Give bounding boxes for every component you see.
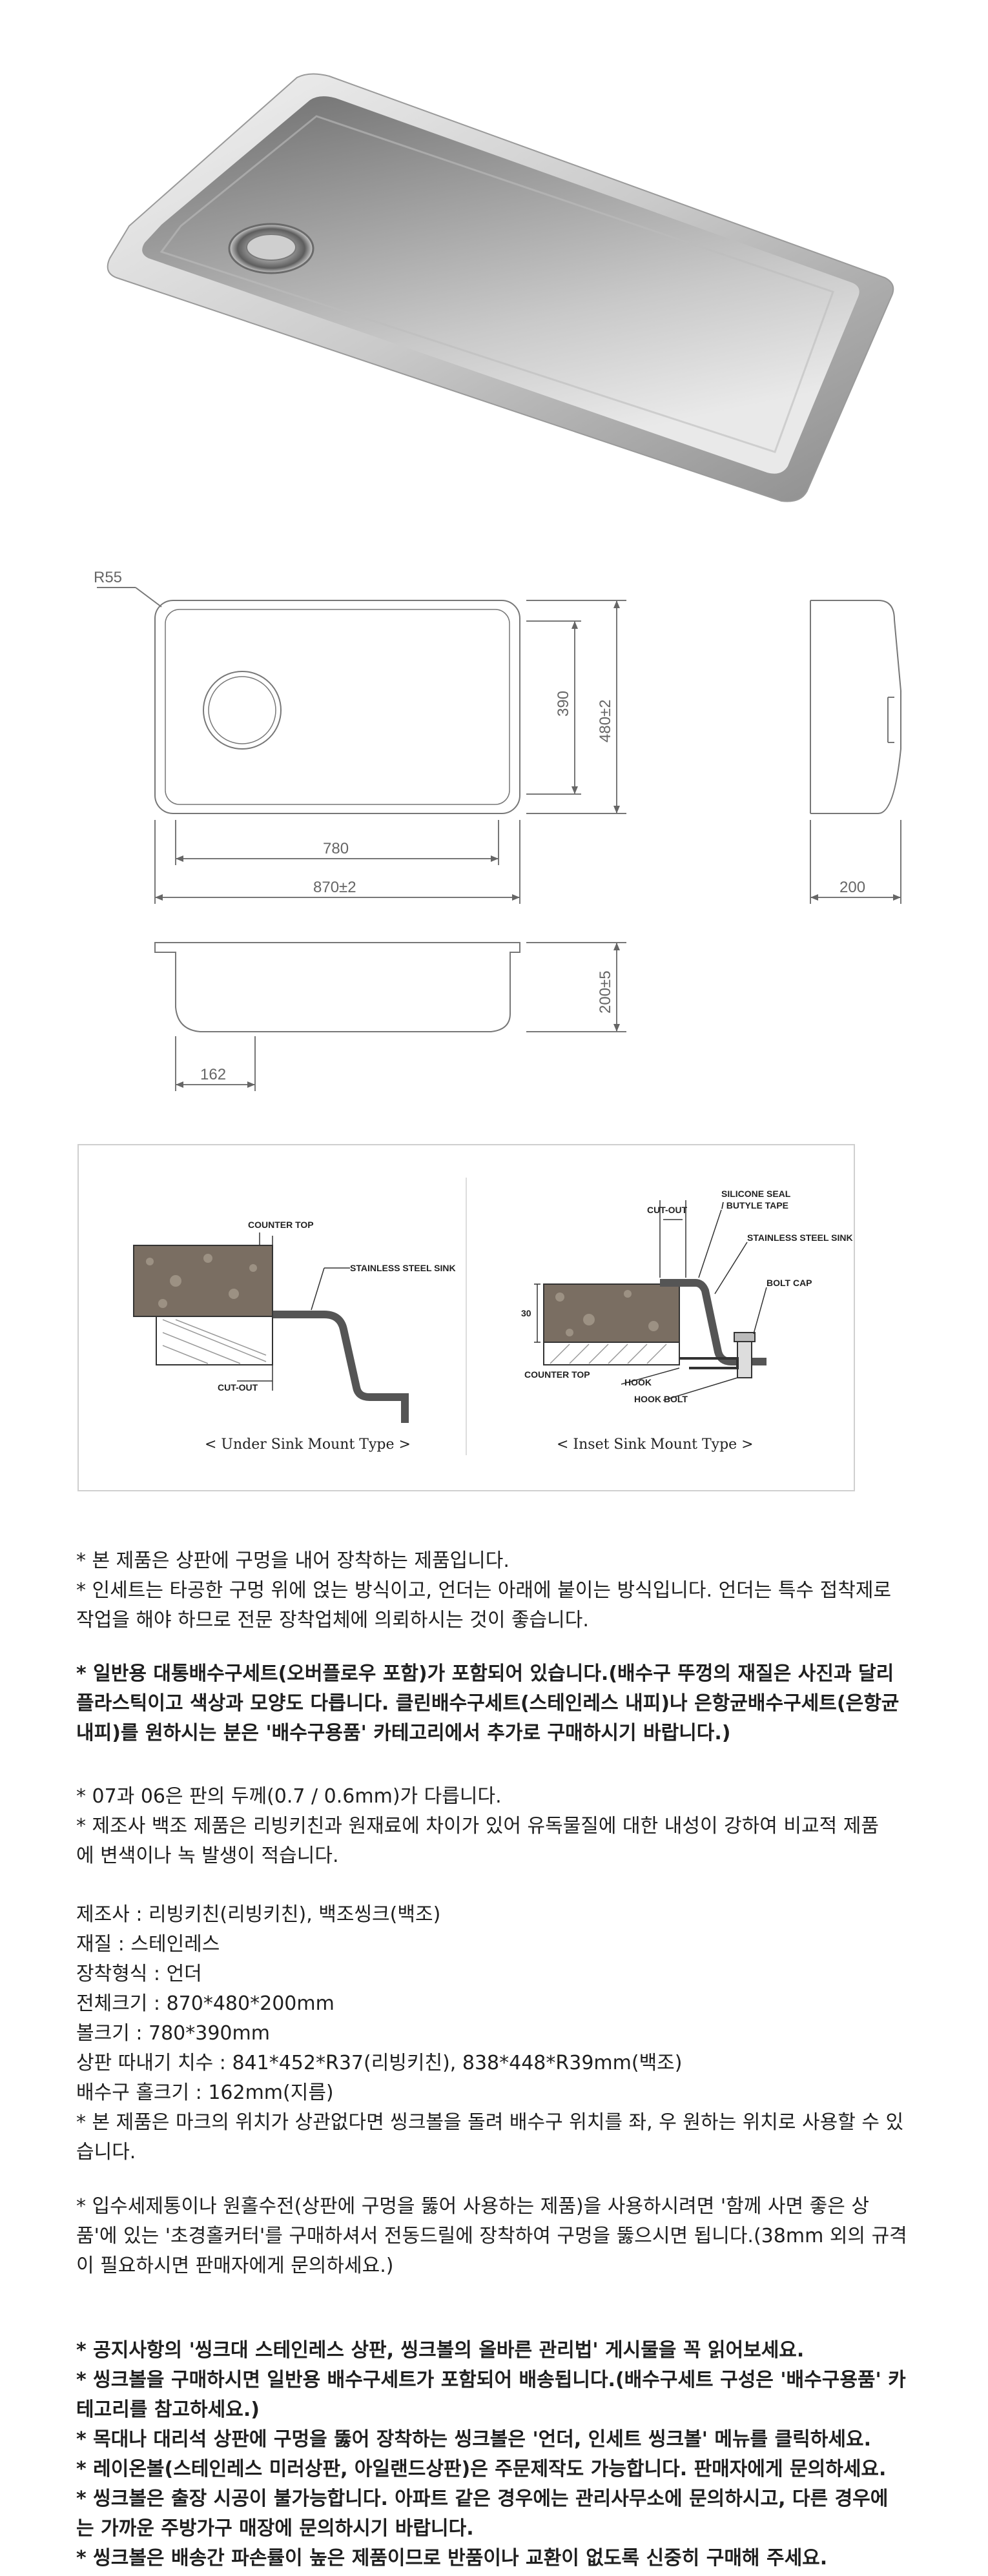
under-stainless-sink-label: STAINLESS STEEL SINK (350, 1263, 456, 1273)
install-notes: * 본 제품은 상판에 구멍을 내어 장착하는 제품입니다. * 인세트는 타공… (76, 1546, 916, 1635)
material-notes: * 07과 06은 판의 두께(0.7 / 0.6mm)가 다릅니다. * 제조… (76, 1782, 916, 1871)
install-diagram: COUNTER TOP STAINLESS STEEL SINK CUT-OUT… (77, 1144, 855, 1491)
technical-drawing: R55 780 870±2 390 480±2 200 200±5 162 (94, 569, 901, 1091)
hook-label: HOOK (624, 1377, 652, 1387)
drain-set-notice: * 일반용 대통배수구세트(오버플로우 포함)가 포함되어 있습니다.(배수구 … (76, 1659, 916, 1748)
note-line: 이 필요하시면 판매자에게 문의하세요.) (76, 2254, 394, 2277)
notice-line: * 공지사항의 '씽크대 스테인레스 상판, 씽크볼의 올바른 관리법' 게시물… (76, 2339, 805, 2362)
inset-mount-caption: < Inset Sink Mount Type > (557, 1436, 754, 1453)
notice-line: * 씽크볼을 구매하시면 일반용 배수구세트가 포함되어 배송됩니다.(배수구세… (76, 2369, 906, 2391)
inset-cut-out-label: CUT-OUT (647, 1205, 688, 1215)
drain-offset-label: 162 (200, 1066, 226, 1083)
hole-cutter-notes: * 입수세제통이나 원홀수전(상판에 구멍을 뚫어 사용하는 제품)을 사용하시… (76, 2192, 916, 2281)
outer-height-label: 480±2 (597, 699, 614, 742)
silicone-seal-label: SILICONE SEAL (721, 1189, 791, 1199)
notice-line: * 레이온볼(스테인레스 미러상판, 아일랜드상판)은 주문제작도 가능합니다.… (76, 2458, 887, 2480)
notice-line: 테고리를 참고하세요.) (76, 2398, 260, 2421)
spec-line: 제조사 : 리빙키친(리빙키친), 백조씽크(백조) (76, 1903, 441, 1926)
butyle-tape-label: / BUTYLE TAPE (721, 1200, 788, 1211)
note-line: 내피)를 원하시는 분은 '배수구용품' 카테고리에서 추가로 구매하시기 바랍… (76, 1722, 731, 1744)
under-mount-diagram: COUNTER TOP STAINLESS STEEL SINK CUT-OUT… (133, 1220, 456, 1453)
note-line: * 일반용 대통배수구세트(오버플로우 포함)가 포함되어 있습니다.(배수구 … (76, 1662, 894, 1685)
outer-width-label: 870±2 (313, 879, 356, 896)
spec-line: 배수구 홀크기 : 162mm(지름) (76, 2081, 334, 2104)
notice-line: * 씽크볼은 출장 시공이 불가능합니다. 아파트 같은 경우에는 관리사무소에… (76, 2488, 889, 2510)
bolt-cap-label: BOLT CAP (767, 1278, 812, 1288)
note-line: * 07과 06은 판의 두께(0.7 / 0.6mm)가 다릅니다. (76, 1785, 502, 1808)
under-cut-out-label: CUT-OUT (218, 1382, 258, 1393)
note-line: 에 변색이나 녹 발생이 적습니다. (76, 1845, 339, 1867)
spec-line: 장착형식 : 언더 (76, 1963, 202, 1985)
notice-line: * 목대나 대리석 상판에 구멍을 뚫어 장착하는 씽크볼은 '언더, 인세트 … (76, 2428, 871, 2451)
hook-bolt-label: HOOK BOLT (634, 1394, 688, 1404)
note-line: * 제조사 백조 제품은 리빙키친과 원재료에 차이가 있어 유독물질에 대한 … (76, 1815, 879, 1837)
note-line: * 인세트는 타공한 구멍 위에 얹는 방식이고, 언더는 아래에 붙이는 방식… (76, 1579, 892, 1602)
inset-counter-top-label: COUNTER TOP (524, 1369, 590, 1380)
notice-line: * 씽크볼은 배송간 파손률이 높은 제품이므로 반품이나 교환이 없도록 신중… (76, 2547, 828, 2570)
spec-line: 전체크기 : 870*480*200mm (76, 1992, 334, 2015)
note-line: * 입수세제통이나 원홀수전(상판에 구멍을 뚫어 사용하는 제품)을 사용하시… (76, 2195, 869, 2218)
spec-line: 볼크기 : 780*390mm (76, 2022, 270, 2045)
spec-line: 상판 따내기 치수 : 841*452*R37(리빙키친), 838*448*R… (76, 2052, 683, 2074)
note-line: 플라스틱이고 색상과 모양도 다릅니다. 클린배수구세트(스테인레스 내피)나 … (76, 1692, 900, 1715)
inner-height-label: 390 (555, 691, 572, 717)
under-mount-caption: < Under Sink Mount Type > (205, 1436, 411, 1453)
inset-mount-diagram: CUT-OUT SILICONE SEAL / BUTYLE TAPE STAI… (521, 1189, 853, 1453)
depth-front-label: 200±5 (597, 970, 614, 1014)
spec-list: 제조사 : 리빙키친(리빙키친), 백조씽크(백조) 재질 : 스테인레스 장착… (76, 1900, 916, 2167)
radius-label: R55 (94, 569, 122, 586)
depth-side-label: 200 (839, 879, 865, 896)
spec-line: 습니다. (76, 2141, 136, 2163)
inner-width-label: 780 (323, 840, 349, 857)
note-line: 작업을 해야 하므로 전문 장착업체에 의뢰하시는 것이 좋습니다. (76, 1609, 589, 1631)
under-counter-top-label: COUNTER TOP (248, 1220, 314, 1230)
notice-line: 는 가까운 주방가구 매장에 문의하시기 바랍니다. (76, 2517, 474, 2540)
note-line: * 본 제품은 상판에 구멍을 내어 장착하는 제품입니다. (76, 1549, 509, 1572)
spec-line: 재질 : 스테인레스 (76, 1933, 220, 1956)
note-line: 품'에 있는 '초경홀커터'를 구매하셔서 전동드릴에 장착하여 구멍을 뚫으시… (76, 2225, 907, 2247)
notice-list: * 공지사항의 '씽크대 스테인레스 상판, 씽크볼의 올바른 관리법' 게시물… (76, 2336, 916, 2573)
sink-product-photo (107, 73, 894, 502)
thickness-label: 30 (521, 1308, 531, 1318)
spec-line: * 본 제품은 마크의 위치가 상관없다면 씽크볼을 돌려 배수구 위치를 좌,… (76, 2111, 904, 2134)
inset-stainless-sink-label: STAINLESS STEEL SINK (747, 1232, 853, 1243)
